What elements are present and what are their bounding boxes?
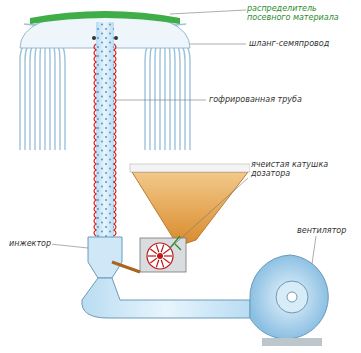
part-label: вентилятор (296, 226, 347, 235)
hopper-rim (130, 164, 250, 172)
fan-hub (287, 292, 297, 302)
fan-rotor (276, 281, 308, 313)
doser-housing (140, 238, 186, 272)
corrugation (94, 44, 96, 236)
cellular-roller (147, 243, 173, 269)
part-label: ячеистая катушка дозатора (250, 160, 352, 178)
corrugated-tube (96, 22, 114, 237)
clamp (92, 36, 96, 40)
seed-stream (112, 262, 140, 272)
seed-flow (96, 22, 114, 237)
leader-lines (50, 10, 316, 264)
seed-hopper (132, 172, 248, 246)
clamp (114, 36, 118, 40)
roller-axle (157, 253, 163, 259)
corrugation (114, 44, 116, 236)
part-label: распределитель посевного материала (246, 4, 358, 22)
air-duct (82, 278, 250, 318)
roller-cells (148, 245, 172, 268)
part-label: инжектор (8, 239, 52, 248)
part-label: гофрированная труба (208, 95, 303, 104)
fan-base (262, 338, 322, 346)
injector (88, 237, 122, 278)
part-label: шланг-семяпровод (248, 39, 330, 48)
fan-housing (250, 255, 328, 339)
